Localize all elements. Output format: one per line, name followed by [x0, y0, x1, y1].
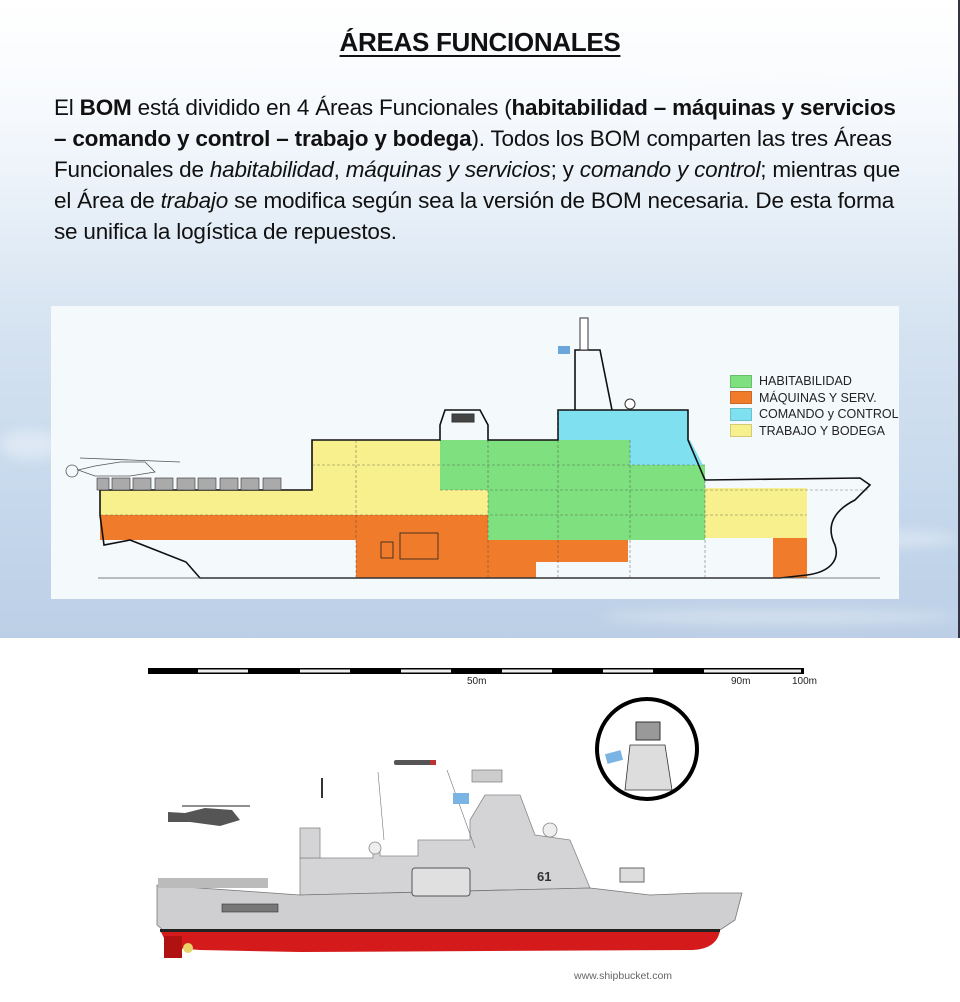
flag — [558, 346, 570, 354]
missile-icon — [394, 760, 436, 765]
scale-label-90m: 90m — [731, 676, 751, 687]
legend-item-habitabilidad: HABITABILIDAD — [730, 373, 899, 390]
slide-background: ÁREAS FUNCIONALES El BOM está dividido e… — [0, 0, 960, 638]
paragraph-segment: BOM — [79, 95, 132, 120]
legend-swatch — [730, 374, 752, 388]
hull-upper — [156, 884, 743, 931]
mast-detail-circle — [595, 697, 699, 801]
paragraph-segment: se modifica según sea la versión de BOM … — [54, 188, 895, 244]
paragraph-segment: ; y — [550, 157, 580, 182]
scale-bar — [148, 668, 804, 674]
legend-item-maquinas: MÁQUINAS Y SERV. — [730, 390, 899, 407]
credit-text: www.shipbucket.com — [574, 970, 673, 982]
legend-swatch — [730, 424, 752, 438]
propeller-icon — [183, 943, 193, 953]
description-paragraph: El BOM está dividido en 4 Áreas Funciona… — [54, 92, 914, 247]
flight-deck-nets — [158, 878, 268, 888]
hull-number: 61 — [537, 869, 551, 884]
paragraph-segment: El — [54, 95, 80, 120]
diagram-legend: HABITABILIDAD MÁQUINAS Y SERV. COMANDO y… — [730, 373, 899, 439]
hull-red — [160, 930, 720, 952]
paragraph-segment: habitabilidad — [209, 157, 334, 182]
scale-label-100m: 100m — [792, 676, 818, 687]
legend-item-trabajo: TRABAJO Y BODEGA — [730, 423, 899, 440]
legend-swatch — [730, 407, 752, 421]
ship-profile-drawing: 61 — [156, 697, 743, 958]
helicopter-outline — [65, 457, 181, 478]
paragraph-segment: ; mientras que el Área de — [54, 157, 901, 213]
engine-icon — [380, 532, 439, 560]
area-comando-control — [558, 410, 703, 465]
legend-swatch — [730, 391, 752, 405]
area-trabajo-bodega — [100, 440, 807, 538]
scale-label-50m: 50m — [467, 676, 487, 687]
helicopter-icon — [168, 805, 250, 826]
paragraph-segment: , — [333, 157, 346, 182]
paragraph-segment: habitabilidad – máquinas y servicios – c… — [54, 95, 896, 151]
paragraph-segment: máquinas y servicios — [345, 157, 551, 182]
paragraph-segment: comando y control — [579, 157, 761, 182]
ship-areas-drawing — [65, 317, 880, 579]
paragraph-segment: trabajo — [160, 188, 229, 213]
flag-icon — [453, 793, 469, 804]
paragraph-segment: ). Todos los BOM comparten las tres Área… — [54, 126, 892, 182]
page-title: ÁREAS FUNCIONALES — [339, 27, 621, 57]
legend-item-comando: COMANDO y CONTROL — [730, 406, 899, 423]
paragraph-segment: está dividido en 4 Áreas Funcionales ( — [131, 95, 512, 120]
functional-areas-diagram — [51, 306, 899, 599]
